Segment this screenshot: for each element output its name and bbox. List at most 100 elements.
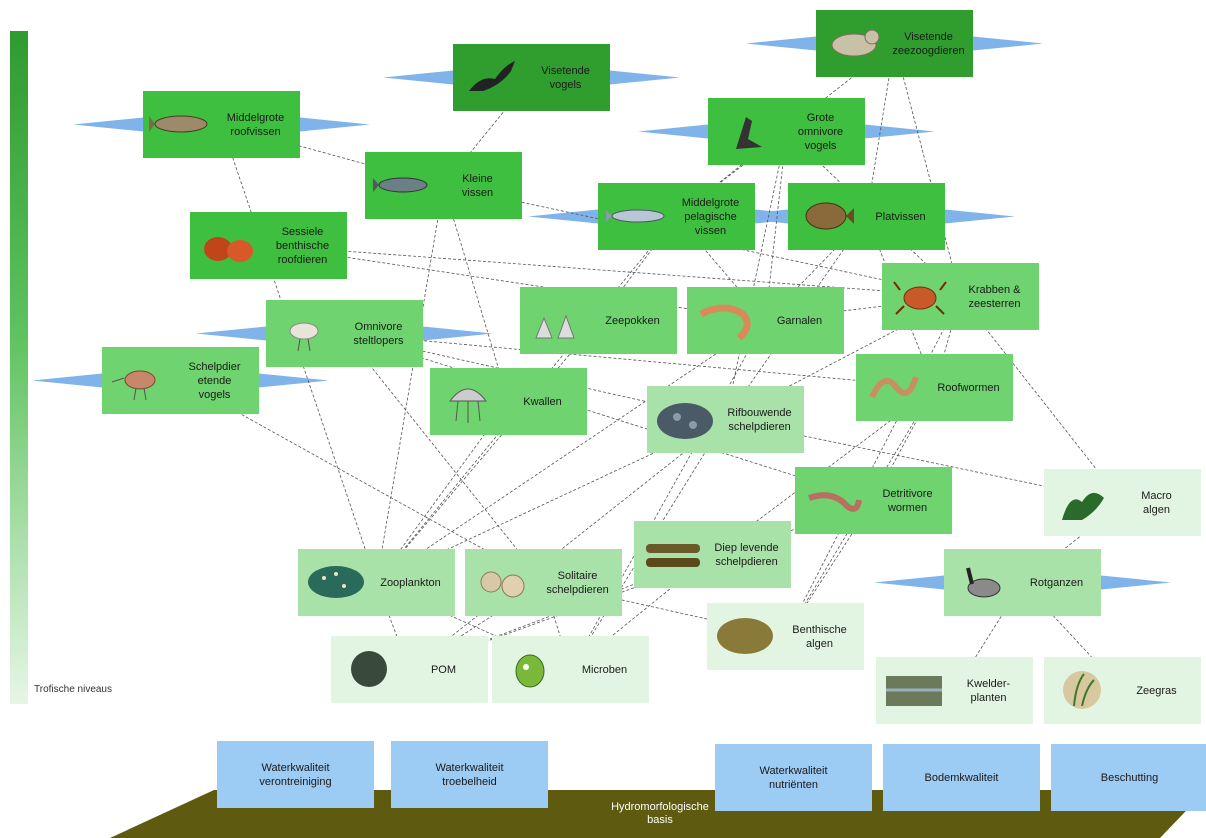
node-pom[interactable]: POM [331, 636, 488, 703]
microbe-icon [498, 649, 560, 691]
hydromorphology-label: Hydromorfologische basis [611, 801, 709, 826]
node-zeepokken[interactable]: Zeepokken [520, 287, 677, 354]
knot-bird-icon [108, 360, 170, 402]
node-middelgrote-roofvissen[interactable]: Middelgrote roofvissen [143, 91, 300, 158]
node-label: Sessiele benthische roofdieren [275, 225, 330, 266]
link-sessiele-benthische-roofdieren-to-garnalen [268, 245, 767, 322]
seal-icon [822, 23, 884, 65]
node-label: Schelpdier etende vogels [188, 360, 241, 401]
node-label: Garnalen [776, 314, 823, 327]
node-label: Microben [581, 663, 628, 676]
link-schelpdier-etende-vogels-to-solitaire-schelpdieren [180, 380, 545, 583]
crab-icon [888, 276, 950, 318]
link-rifbouwende-schelpdieren-to-pom [408, 419, 726, 670]
factor-bodem[interactable]: Bodemkwaliteit [883, 744, 1040, 811]
plankton-icon [304, 562, 366, 604]
seaweed-icon [1050, 482, 1112, 524]
factor-verontreiniging[interactable]: Waterkwaliteit verontreiniging [217, 741, 374, 808]
link-kleine-vissen-to-kwallen [443, 185, 510, 403]
node-sessiele-benthische-roofdieren[interactable]: Sessiele benthische roofdieren [190, 212, 347, 279]
node-detritivore-wormen[interactable]: Detritivore wormen [795, 467, 952, 534]
diatom-mat-icon [713, 616, 775, 658]
node-middelgrote-pelagische-vissen[interactable]: Middelgrote pelagische vissen [598, 183, 755, 250]
node-kwallen[interactable]: Kwallen [430, 368, 587, 435]
node-kleine-vissen[interactable]: Kleine vissen [365, 152, 522, 219]
node-label: Zeegras [1136, 684, 1177, 697]
gull-icon [714, 111, 776, 153]
node-label: Benthische algen [792, 623, 847, 650]
node-label: Middelgrote pelagische vissen [681, 196, 740, 237]
lugworm-icon [801, 480, 863, 522]
jellyfish-icon [436, 381, 498, 423]
node-label: Kleine vissen [461, 172, 494, 199]
node-solitaire-schelpdieren[interactable]: Solitaire schelpdieren [465, 549, 622, 616]
node-rifbouwende-schelpdieren[interactable]: Rifbouwende schelpdieren [647, 386, 804, 453]
node-label: Kwelder- planten [966, 677, 1011, 704]
link-zeepokken-to-zooplankton [376, 320, 599, 584]
node-grote-omnivore-vogels[interactable]: Grote omnivore vogels [708, 98, 865, 165]
organic-matter-icon [337, 649, 399, 691]
herring-icon [604, 196, 666, 238]
factor-nutrienten[interactable]: Waterkwaliteit nutriënten [715, 744, 872, 811]
node-label: Krabben & zeesterren [968, 283, 1021, 310]
node-label: Omnivore steltlopers [353, 320, 404, 347]
link-garnalen-to-microben [570, 320, 766, 671]
link-grote-omnivore-vogels-to-rifbouwende-schelpdieren [724, 131, 787, 421]
node-macro-algen[interactable]: Macro algen [1044, 469, 1201, 536]
ragworm-icon [862, 367, 924, 409]
trophic-level-bar [10, 31, 28, 704]
mussel-reef-icon [653, 399, 715, 441]
node-platvissen[interactable]: Platvissen [788, 183, 945, 250]
node-label: Grote omnivore vogels [797, 111, 844, 152]
sanderling-icon [272, 313, 334, 355]
node-schelpdier-etende-vogels[interactable]: Schelpdier etende vogels [102, 347, 259, 414]
link-platvissen-to-rifbouwende-schelpdieren [725, 216, 867, 421]
node-label: Diep levende schelpdieren [714, 541, 779, 568]
node-krabben-zeesterren[interactable]: Krabben & zeesterren [882, 263, 1039, 330]
cod-icon [149, 104, 211, 146]
seagrass-icon [1050, 670, 1112, 712]
cockle-icon [471, 562, 533, 604]
small-fish-icon [371, 165, 433, 207]
link-krabben-zeesterren-to-macro-algen [960, 296, 1123, 504]
node-roofwormen[interactable]: Roofwormen [856, 354, 1013, 421]
node-zooplankton[interactable]: Zooplankton [298, 549, 455, 616]
anemone-icon [196, 225, 258, 267]
link-krabben-zeesterren-to-benthische-algen [785, 296, 961, 638]
razor-clam-icon [640, 534, 702, 576]
node-label: Detritivore wormen [882, 487, 933, 514]
node-label: Rifbouwende schelpdieren [727, 406, 792, 433]
node-rotganzen[interactable]: Rotganzen [944, 549, 1101, 616]
node-label: Visetende vogels [541, 64, 590, 91]
node-label: Kwallen [523, 395, 562, 408]
shrimp-icon [693, 300, 755, 342]
link-omnivore-steltlopers-to-detritivore-wormen [344, 333, 875, 502]
link-sessiele-benthische-roofdieren-to-krabben-zeesterren [268, 245, 962, 299]
node-garnalen[interactable]: Garnalen [687, 287, 844, 354]
node-kwelderplanten[interactable]: Kwelder- planten [876, 657, 1033, 724]
link-kleine-vissen-to-zooplankton [375, 185, 444, 584]
node-diep-levende-schelpdieren[interactable]: Diep levende schelpdieren [634, 521, 791, 588]
node-zeegras[interactable]: Zeegras [1044, 657, 1201, 724]
node-microben[interactable]: Microben [492, 636, 649, 703]
link-omnivore-steltlopers-to-solitaire-schelpdieren [344, 333, 544, 584]
link-kleine-vissen-to-krabben-zeesterren [443, 185, 962, 298]
factor-troebelheid[interactable]: Waterkwaliteit troebelheid [391, 741, 548, 808]
node-label: Visetende zeezoogdieren [892, 30, 965, 57]
link-visetende-zeezoogdieren-to-krabben-zeesterren [894, 43, 962, 298]
node-benthische-algen[interactable]: Benthische algen [707, 603, 864, 670]
link-garnalen-to-zooplankton [375, 320, 766, 583]
barnacle-icon [526, 300, 588, 342]
node-visetende-zeezoogdieren[interactable]: Visetende zeezoogdieren [816, 10, 973, 77]
flatfish-icon [794, 196, 856, 238]
node-label: Roofwormen [937, 381, 1000, 394]
node-omnivore-steltlopers[interactable]: Omnivore steltlopers [266, 300, 423, 367]
node-visetende-vogels[interactable]: Visetende vogels [453, 44, 610, 111]
factor-beschutting[interactable]: Beschutting [1051, 744, 1206, 811]
node-label: Zeepokken [605, 314, 660, 327]
node-label: Zooplankton [380, 576, 441, 589]
node-label: Rotganzen [1029, 576, 1084, 589]
cormorant-icon [459, 57, 521, 99]
node-label: POM [430, 663, 457, 676]
